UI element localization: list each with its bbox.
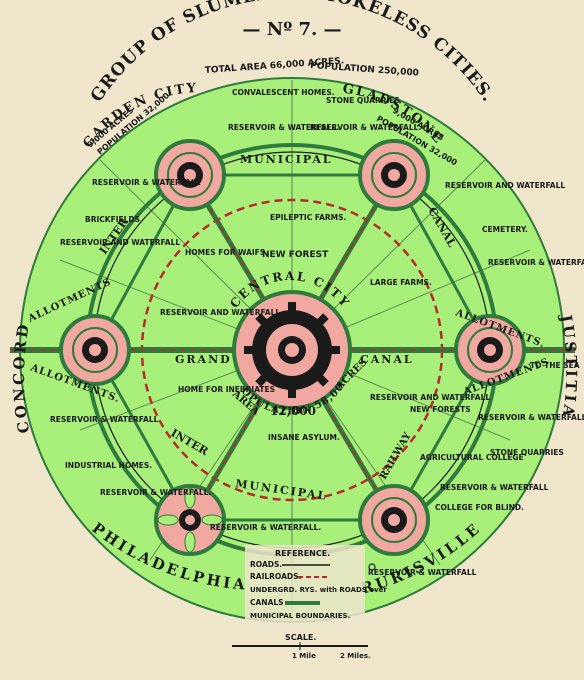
canal-canal-mid: CANAL	[360, 353, 414, 366]
city-concord[interactable]	[59, 314, 131, 386]
label-reservoir-right-low: RESERVOIR & WATERFALL	[478, 413, 584, 422]
city-philadelphia[interactable]	[154, 484, 226, 556]
scale-bar: SCALE. 1 Mile 2 Miles.	[232, 633, 371, 660]
label-reservoir-right-top: RESERVOIR AND WATERFALL	[445, 181, 565, 190]
plate-number: — Nº 7. —	[242, 19, 341, 40]
total-population-label: POPULATION 250,000	[310, 61, 419, 79]
label-reservoir-bottom-mid: RESERVOIR & WATERFALL.	[210, 523, 321, 532]
label-insane-asylum: INSANE ASYLUM.	[268, 433, 340, 442]
legend-roads: ROADS.	[250, 560, 282, 569]
label-stone-quarries-right: STONE QUARRIES	[490, 448, 564, 457]
label-reservoir-left-mid: RESERVOIR AND WATERFALL	[60, 238, 180, 247]
concord-label: CONCORD	[10, 320, 30, 434]
city-gladstone[interactable]	[358, 139, 430, 211]
legend-underground: UNDERGRD. RYS. with ROADS over	[250, 586, 387, 594]
feature-labels: CONVALESCENT HOMES. STONE QUARRIES RESER…	[50, 88, 584, 532]
city-garden-city[interactable]	[154, 139, 226, 211]
label-college-blind: COLLEGE FOR BLIND.	[435, 503, 524, 512]
label-reservoir-2: RESERVOIR & WATERFALL.	[310, 123, 421, 132]
label-reservoir-center-left: RESERVOIR AND WATERFALL.	[160, 308, 283, 317]
legend-reservoir: RESERVOIR & WATERFALL	[368, 568, 477, 577]
scale-one-mile: 1 Mile	[292, 652, 316, 660]
label-homes-waifs: HOMES FOR WAIFS.	[185, 248, 268, 257]
label-new-forests: NEW FORESTS	[410, 405, 471, 414]
label-reservoir-right-mid: RESERVOIR & WATERFALL	[488, 258, 584, 267]
legend-title: REFERENCE.	[275, 549, 330, 558]
legend-railroads: RAILROADS.	[250, 572, 302, 581]
legend-canals: CANALS	[250, 598, 284, 607]
label-cemetery: CEMETERY.	[482, 225, 528, 234]
label-large-farms: LARGE FARMS.	[370, 278, 432, 287]
label-reservoir-1: RESERVOIR & WATERFALL.	[228, 123, 339, 132]
label-epileptic: EPILEPTIC FARMS.	[270, 213, 347, 222]
legend: REFERENCE. ROADS. RAILROADS. UNDERGRD. R…	[245, 545, 477, 630]
label-stone-quarries-top: STONE QUARRIES	[326, 96, 400, 105]
label-reservoir-left-top: RESERVOIR & WATERFALL	[92, 178, 201, 187]
legend-reservoir-icon	[368, 563, 376, 571]
svg-text:CONCORD: CONCORD	[10, 320, 33, 434]
label-reservoir-left-low: RESERVOIR & WATERFALL	[50, 415, 159, 424]
canal-municipal-top: MUNICIPAL	[240, 153, 333, 166]
central-cog	[244, 302, 340, 398]
scale-two-miles: 2 Miles.	[340, 652, 371, 660]
city-rurisville[interactable]	[358, 484, 430, 556]
label-to-the-sea: TO THE SEA	[530, 361, 580, 370]
svg-text:JUSTITIA: JUSTITIA	[556, 311, 580, 420]
label-reservoir-bottom-right: RESERVOIR & WATERFALL	[440, 483, 549, 492]
label-industrial-homes: INDUSTRIAL HOMES.	[65, 461, 152, 470]
label-agricultural: AGRICULTURAL COLLEGE	[420, 453, 524, 462]
label-brickfields: BRICKFIELDS.	[85, 215, 143, 224]
city-justitia[interactable]	[454, 314, 526, 386]
label-reservoir-bottom-left: RESERVOIR & WATERFALL.	[100, 488, 211, 497]
legend-municipal: MUNICIPAL BOUNDARIES.	[250, 612, 350, 620]
label-reservoir-center-right: RESERVOIR AND WATERFALL	[370, 393, 490, 402]
scale-label: SCALE.	[285, 633, 316, 642]
canal-grand: GRAND	[175, 353, 232, 366]
central-acres-value: 12,000	[270, 404, 316, 418]
label-home-inebriates: HOME FOR INEBRIATES	[178, 385, 275, 394]
label-new-forest-center: NEW FOREST	[262, 250, 329, 260]
label-convalescent: CONVALESCENT HOMES.	[232, 88, 335, 97]
central-city[interactable]	[232, 290, 352, 410]
justitia-label: JUSTITIA	[556, 311, 577, 420]
